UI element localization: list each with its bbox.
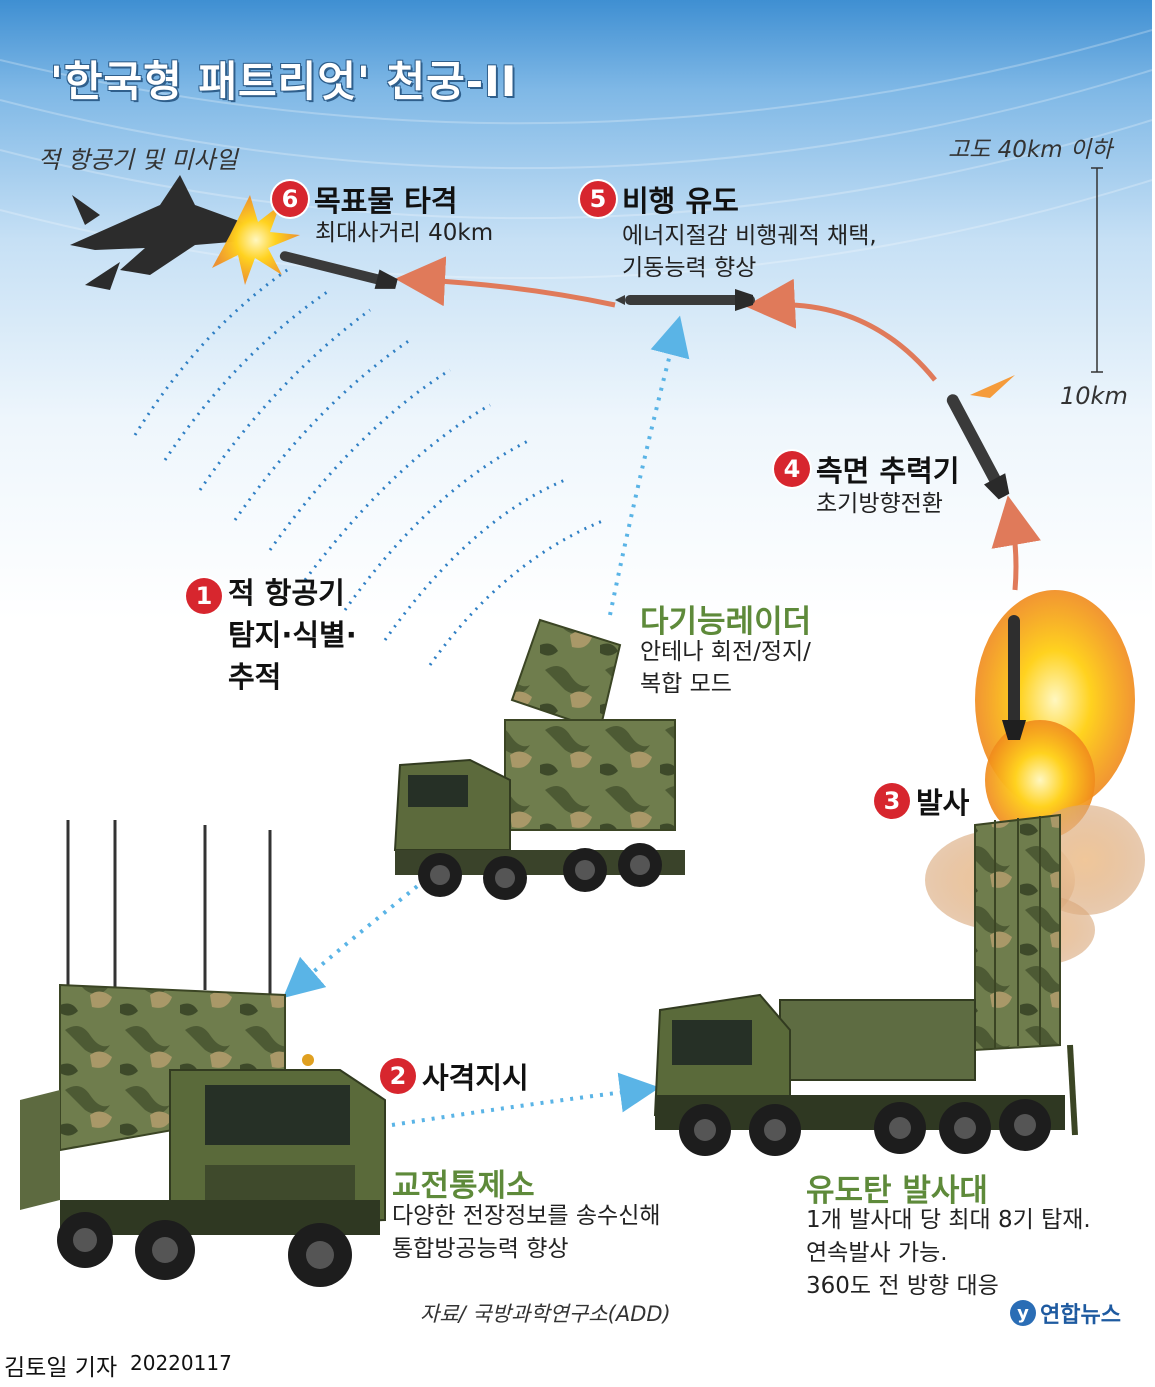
altitude-scale (1091, 167, 1103, 373)
thruster-flames (905, 375, 1015, 435)
missile-thrusters (946, 394, 1010, 500)
step-label: 발사 (916, 786, 970, 820)
logo-icon: y (1010, 1300, 1036, 1326)
control-desc-line-1: 다양한 전장정보를 송수신해 (392, 1203, 661, 1229)
step-6-desc: 최대사거리 40km (315, 220, 494, 246)
step-number-badge: 5 (580, 181, 616, 217)
step-5: 5 비행 유도 (580, 178, 739, 220)
enemy-aircraft (70, 175, 300, 290)
launcher-desc-line-2: 연속발사 가능. (806, 1240, 948, 1266)
step-4-desc: 초기방향전환 (816, 491, 943, 517)
control-desc-line-2: 통합방공능력 향상 (392, 1236, 569, 1262)
credit-date: 20220117 (130, 1351, 232, 1375)
logo-text: 연합뉴스 (1040, 1303, 1121, 1328)
credit-author: 김토일 기자 (4, 1355, 118, 1381)
step-1-line-2: 탐지·식별· (228, 618, 357, 652)
control-name: 교전통제소 (392, 1168, 535, 1204)
step-6: 6 목표물 타격 (272, 178, 458, 220)
step-number-badge: 3 (874, 783, 910, 819)
launcher-truck (653, 813, 1078, 1156)
step-label: 측면 추력기 (816, 454, 960, 488)
missile-midcourse (615, 289, 755, 311)
source-note: 자료/ 국방과학연구소(ADD) (420, 1302, 671, 1326)
step-5-desc-line-2: 기동능력 향상 (622, 255, 757, 281)
step-number-badge: 4 (774, 451, 810, 487)
step-label: 사격지시 (422, 1061, 529, 1095)
launcher-desc-line-3: 360도 전 방향 대응 (806, 1273, 999, 1299)
target-label: 적 항공기 및 미사일 (38, 146, 238, 174)
page-title: '한국형 패트리엇' 천궁-II (50, 57, 518, 106)
altitude-bottom-label: 10km (1060, 382, 1128, 410)
step-1-line-3: 추적 (228, 660, 282, 694)
publisher-logo: y 연합뉴스 (1010, 1297, 1121, 1329)
step-1-badge: 1 (186, 578, 222, 614)
control-station-truck (20, 820, 386, 1287)
step-1-line-1: 적 항공기 (228, 576, 345, 610)
step-number-badge: 2 (380, 1058, 416, 1094)
radar-desc-line-1: 안테나 회전/정지/ (640, 639, 811, 665)
signal-links (282, 315, 690, 1127)
launcher-name: 유도탄 발사대 (806, 1173, 988, 1209)
step-label: 목표물 타격 (314, 184, 458, 218)
step-label: 비행 유도 (622, 184, 739, 218)
step-3: 3 발사 (874, 780, 969, 822)
step-4: 4 측면 추력기 (774, 448, 960, 490)
trajectory (395, 256, 1041, 591)
step-number-badge: 6 (272, 181, 308, 217)
missile-terminal (279, 251, 398, 289)
launcher-desc-line-1: 1개 발사대 당 최대 8기 탑재. (806, 1207, 1091, 1233)
radar-desc-line-2: 복합 모드 (640, 671, 732, 697)
missile-launch (1002, 615, 1026, 740)
altitude-top-label: 고도 40km 이하 (948, 137, 1113, 163)
step-2: 2 사격지시 (380, 1055, 529, 1097)
radar-name: 다기능레이더 (640, 604, 812, 640)
step-5-desc-line-1: 에너지절감 비행궤적 채택, (622, 223, 877, 249)
radar-waves (133, 266, 606, 666)
radar-truck (393, 618, 685, 900)
